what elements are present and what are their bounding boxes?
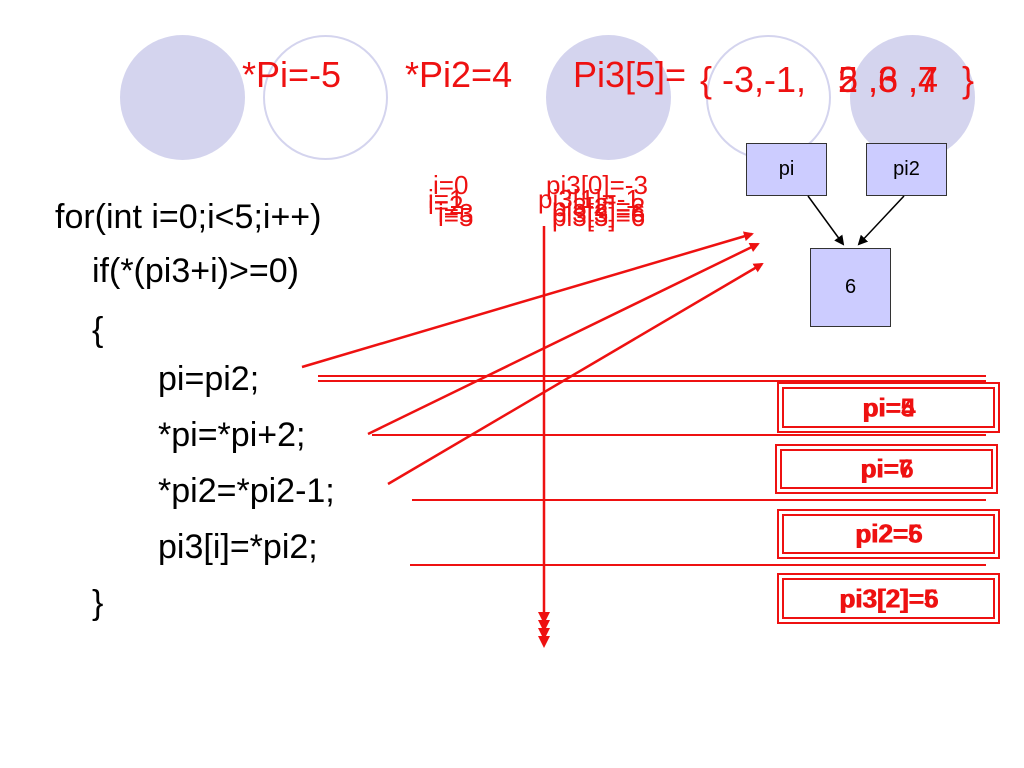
code-line-for: for(int i=0;i<5;i++) — [55, 198, 322, 236]
code-line-inc-pi: *pi=*pi+2; — [158, 416, 306, 454]
header-array-open: { -3,-1, — [700, 59, 807, 100]
trace-i-overlay-3: i=3 — [438, 198, 474, 228]
pointer-pi2-node: pi2 — [866, 143, 947, 196]
decor-circle-1 — [120, 35, 245, 160]
pi-to-target-arrow — [807, 195, 845, 246]
code-line-assign-pi: pi=pi2; — [158, 360, 260, 398]
result-pi-assign-b: pi=4 — [863, 392, 916, 422]
code-line-if: if(*(pi3+i)>=0) — [92, 252, 299, 290]
trace-i-last: i=5 — [438, 202, 474, 232]
decor-circle-2 — [263, 35, 388, 160]
trace-pi3-overlay-1: pi3[1]=-1 — [538, 184, 640, 214]
result-box-pi-increment: pi=7 pi=6 — [775, 444, 998, 494]
header-array-tail-b: 5 ,3 ,7 — [838, 59, 939, 100]
trace-pi3-overlay-2: pi3[2]=2 — [552, 192, 646, 222]
execution-arrowhead-3 — [538, 628, 550, 640]
pointer-pi2-label: pi2 — [893, 158, 920, 180]
assign-pi-arrow — [301, 231, 754, 369]
pointer-pi-label: pi — [778, 158, 795, 180]
code-line-store-pi3: pi3[i]=*pi2; — [158, 528, 318, 566]
result-pi3-store-b: pi3[2]=6 — [840, 583, 939, 613]
result-pi-increment-b: pi=6 — [861, 453, 914, 484]
result-box-pi3-store: pi3[2]=5 pi3[2]=6 — [777, 573, 1000, 624]
result-pi3-store-a: pi3[2]=5 — [839, 583, 938, 613]
header-array-tail-a: 2 ,6 ,4 — [838, 59, 939, 100]
inc-pi-arrow — [367, 242, 760, 436]
execution-arrowhead-1 — [538, 612, 550, 624]
code-line-open-brace: { — [92, 311, 104, 349]
trace-i-overlay-2: i=2 — [428, 190, 464, 220]
trace-i-first: i=0 — [433, 170, 469, 200]
header-array-close: } — [962, 59, 975, 100]
pointer-target-value: 6 — [844, 276, 857, 298]
result-pi2-decrement-b: pi2=6 — [855, 518, 924, 549]
pointer-pi-node: pi — [746, 143, 827, 196]
result-box-pi2-decrement: pi2=5 pi2=6 — [777, 509, 1000, 559]
execution-arrowhead-2 — [538, 620, 550, 632]
result-pi-assign-a: pi=5 — [862, 392, 915, 422]
execution-arrowhead-4 — [538, 636, 550, 648]
pi2-to-target-arrow — [857, 195, 905, 246]
header-pi: *Pi=-5 — [242, 54, 342, 95]
code-line-dec-pi2: *pi2=*pi2-1; — [158, 472, 335, 510]
dec-pi2-arrow — [387, 262, 764, 486]
trace-pi3-last: pi3[3]=6 — [552, 202, 646, 232]
result-box-pi-assign: pi=5 pi=4 — [777, 382, 1000, 433]
result-pi2-decrement-a: pi2=5 — [854, 518, 923, 549]
result-pi-increment-a: pi=7 — [860, 453, 913, 484]
trace-pi3-overlay-3: pi3[3]=6 — [552, 198, 646, 228]
header-pi2: *Pi2=4 — [405, 54, 513, 95]
trace-i-overlay-1: i=1 — [428, 184, 464, 214]
decor-circle-5 — [850, 35, 975, 160]
header-array-prefix: Pi3[5]= — [573, 54, 687, 95]
trace-pi3-first: pi3[0]=-3 — [546, 170, 648, 200]
code-line-close-brace: } — [92, 584, 104, 622]
decor-circle-3 — [546, 35, 671, 160]
pointer-target-node: 6 — [810, 248, 891, 327]
